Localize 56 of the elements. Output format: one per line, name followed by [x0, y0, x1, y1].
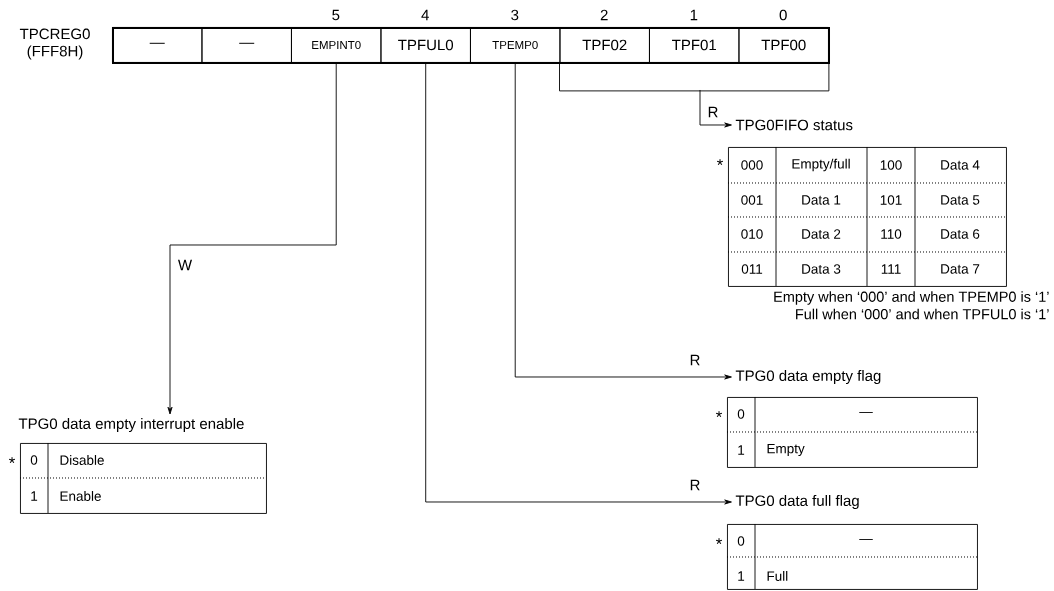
table-cell: —	[859, 539, 873, 540]
table-cell: 011	[741, 264, 763, 274]
register-cell: TPFUL0	[380, 27, 471, 63]
bit-number: 2	[600, 9, 608, 21]
register-cell: TPF00	[738, 27, 829, 63]
table-cell: 0	[737, 409, 745, 419]
edge-label: W	[176, 258, 194, 272]
table-cell: Data 6	[941, 229, 980, 239]
table-cell: 100	[880, 160, 902, 170]
table-cell: Full	[767, 571, 788, 581]
arrow	[514, 62, 732, 380]
arrow	[167, 62, 337, 415]
node-label: TPG0 data full flag	[735, 495, 859, 509]
table-cell: 0	[737, 536, 745, 546]
table-cell: 110	[881, 229, 902, 239]
bit-number: 5	[332, 9, 340, 21]
table-cell: 1	[31, 491, 38, 501]
register-cell: —	[112, 27, 203, 63]
bit-number: 0	[779, 9, 787, 21]
table-cell: 101	[880, 195, 902, 205]
register-cell: EMPINT0	[291, 27, 382, 63]
table-cell: 1	[738, 571, 745, 581]
table-cell: Data 5	[941, 195, 980, 205]
node-label: TPG0FIFO status	[735, 119, 853, 131]
table-cell: 000	[741, 160, 763, 170]
table-cell: 001	[741, 195, 763, 205]
node-label: TPG0 data empty flag	[735, 370, 881, 384]
table-cell: Empty/full	[792, 158, 850, 172]
bit-number: 4	[421, 9, 429, 21]
table-cell: Empty	[767, 443, 805, 457]
register-cell: —	[201, 27, 292, 63]
table-cell: 010	[741, 229, 763, 239]
node-label: TPG0 data empty interrupt enable	[18, 418, 244, 432]
table-cell: Data 4	[941, 160, 980, 170]
table-cell: Data 3	[802, 264, 841, 274]
table-cell: 0	[30, 455, 38, 465]
table-cell: Data 7	[941, 264, 980, 274]
edge-label: R	[688, 353, 702, 367]
table-cell: Data 2	[802, 229, 841, 239]
bit-number: 3	[511, 9, 519, 21]
node-label: TPCREG0 (FFF8H)	[19, 28, 90, 60]
bit-number: 1	[690, 9, 698, 21]
table-cell: 111	[881, 264, 901, 274]
table-cell: Disable	[60, 455, 104, 465]
table-cell: 1	[738, 445, 745, 455]
note: Full when ‘000’ and when TPFUL0 is ‘1’	[796, 308, 1049, 320]
edge-label: R	[706, 105, 720, 119]
arrow	[559, 62, 830, 128]
register-cell: TPF01	[649, 27, 740, 63]
arrow	[425, 62, 732, 505]
register-cell: TPEMP0	[470, 27, 561, 63]
table-cell: Data 1	[802, 195, 841, 205]
register-cell: TPF02	[559, 27, 650, 63]
table-cell: Enable	[60, 491, 101, 501]
edge-label: R	[688, 478, 702, 492]
table-cell: —	[859, 412, 873, 413]
